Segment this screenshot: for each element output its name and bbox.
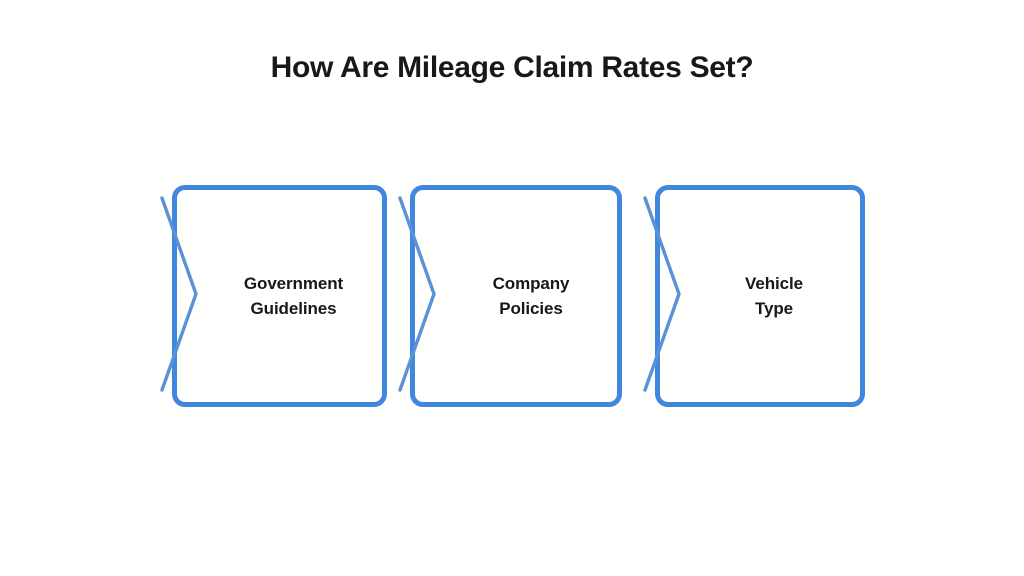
step-3-label-line2: Type <box>754 299 794 318</box>
step-2-label-line1: Company <box>492 274 570 293</box>
step-3-label: Vehicle Type <box>687 185 861 407</box>
step-1-label: Government Guidelines <box>204 185 383 407</box>
chevron-right-icon <box>160 196 204 392</box>
process-step-2[interactable]: Company Policies <box>398 185 624 407</box>
step-1-label-line2: Guidelines <box>250 299 337 318</box>
chevron-right-icon <box>643 196 687 392</box>
process-step-3[interactable]: Vehicle Type <box>643 185 865 407</box>
chevron-right-icon <box>398 196 442 392</box>
page-title: How Are Mileage Claim Rates Set? <box>270 51 754 84</box>
step-3-label-line1: Vehicle <box>745 274 803 293</box>
step-3-box-outline <box>655 185 865 407</box>
step-1-box-outline <box>172 185 387 407</box>
process-step-1[interactable]: Government Guidelines <box>160 185 387 407</box>
step-2-box-outline <box>410 185 622 407</box>
step-2-label: Company Policies <box>442 185 620 407</box>
step-1-label-line1: Government <box>243 274 344 293</box>
step-2-label-line2: Policies <box>499 299 563 318</box>
